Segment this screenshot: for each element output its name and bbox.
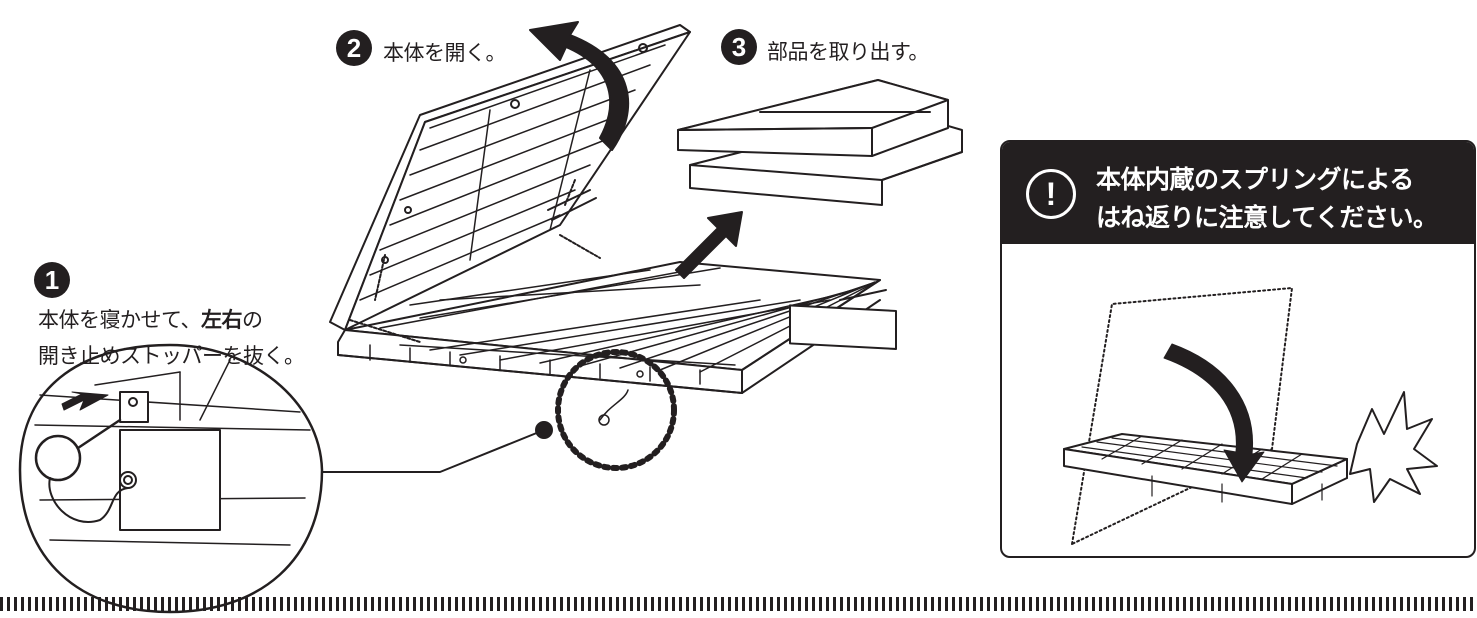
warning-header: ! 本体内蔵のスプリングによる はね返りに注意してください。	[1002, 142, 1474, 244]
warning-panel: ! 本体内蔵のスプリングによる はね返りに注意してください。	[1000, 140, 1476, 558]
detail-callout-circle	[555, 349, 677, 471]
impact-burst-icon	[1349, 391, 1438, 503]
curved-up-arrow-icon	[529, 21, 630, 151]
step-1-text-a: 本体を寝かせて、	[38, 308, 201, 332]
curved-down-arrow-icon	[1163, 343, 1265, 483]
bed-lid	[329, 24, 691, 331]
step-1-text-emphasis: 左右	[200, 308, 243, 332]
parts-boxes	[677, 79, 963, 206]
ghost-lid-outline	[1071, 287, 1293, 545]
diagonal-arrow-icon	[675, 211, 743, 279]
step-1-number: 1	[34, 262, 70, 298]
step-2-number: 2	[336, 30, 372, 66]
step-2-instruction: 本体を開く。	[383, 41, 507, 65]
step-1-instruction-line2: 開き止めストッパーを抜く。	[38, 344, 305, 368]
lid-springs	[349, 179, 601, 343]
exclamation-circle-icon: !	[1026, 169, 1076, 219]
step-1-instruction-line1: 本体を寝かせて、左右の	[38, 304, 263, 334]
warning-text-line1: 本体内蔵のスプリングによる	[1096, 165, 1414, 194]
bed-base	[337, 261, 897, 394]
step-3-instruction: 部品を取り出す。	[767, 40, 929, 64]
step-3-number: 3	[721, 29, 757, 65]
step-1-text-b: の	[241, 308, 263, 332]
spring-rebound-illustration	[1063, 287, 1438, 545]
warning-text-line2: はね返りに注意してください。	[1096, 203, 1438, 232]
left-arrow-icon	[61, 391, 109, 411]
magnified-detail	[18, 343, 324, 614]
